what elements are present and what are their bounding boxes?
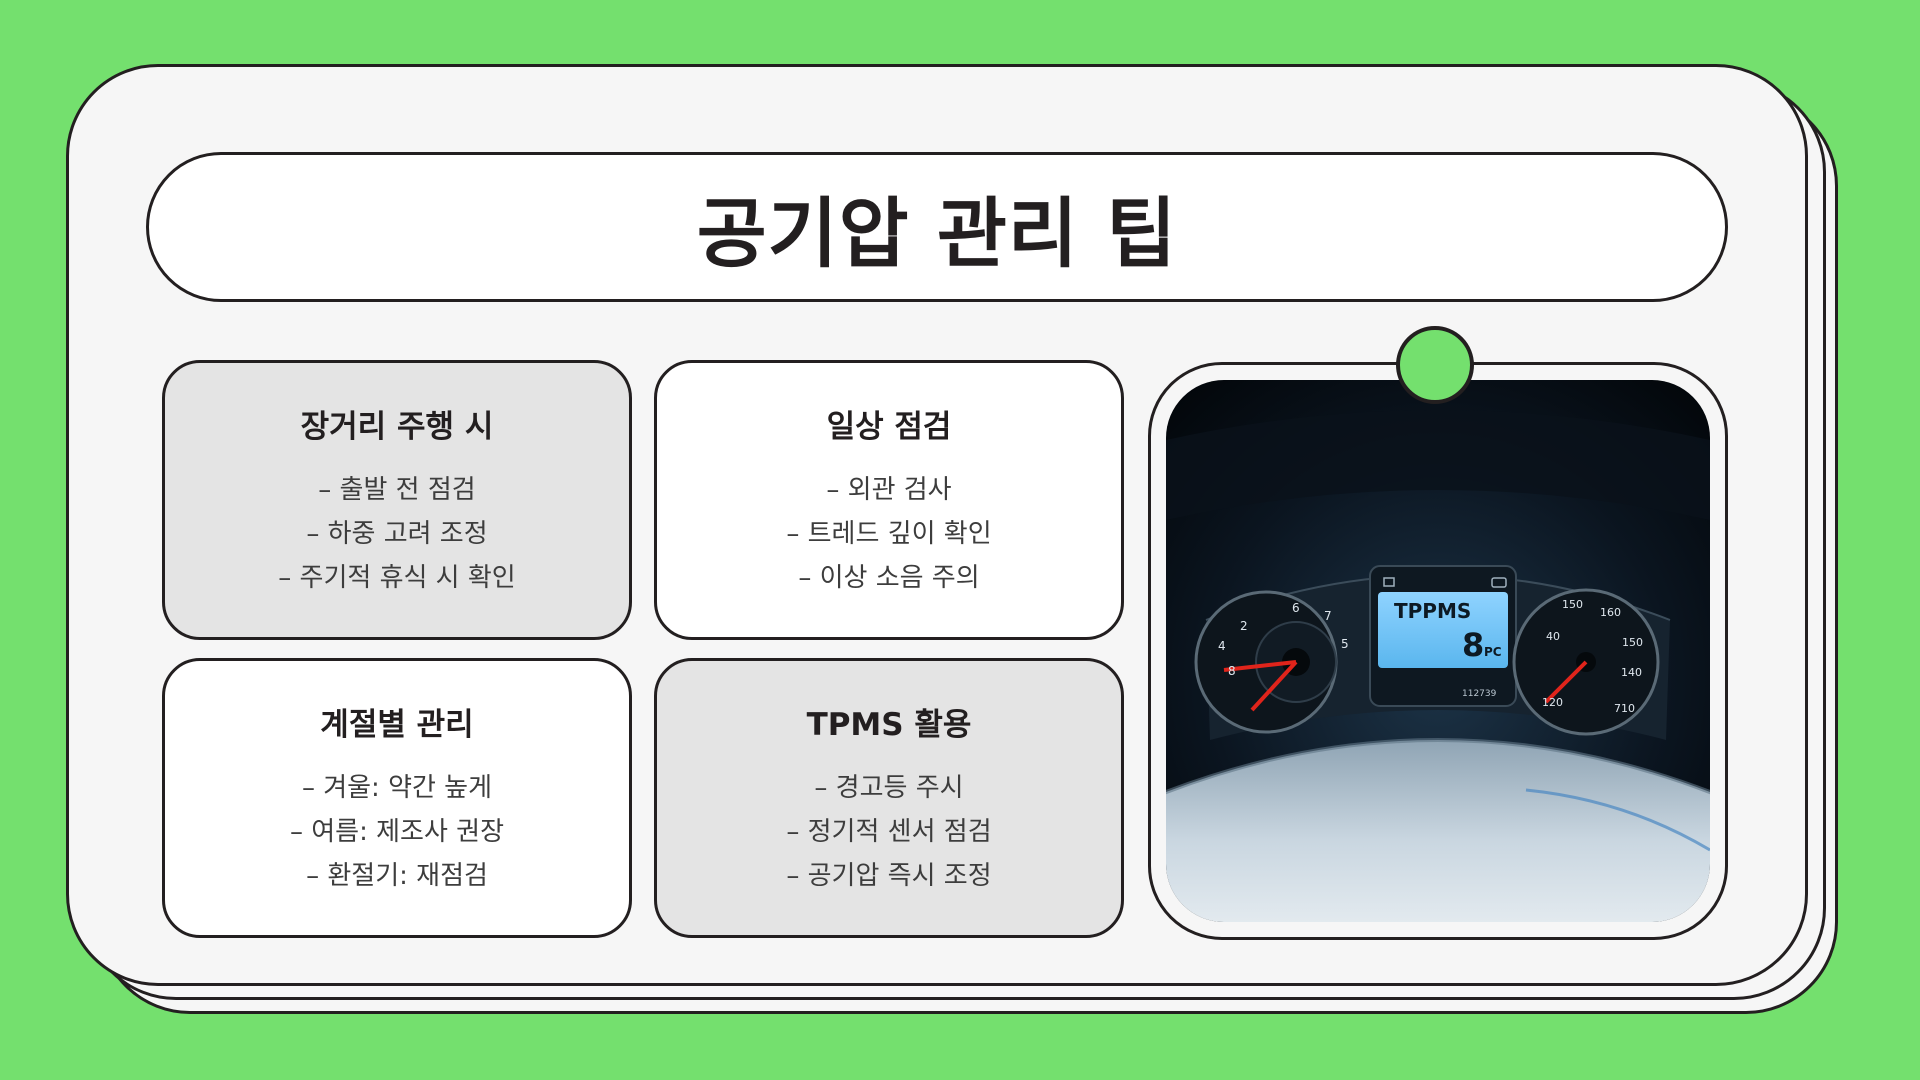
left-gauge-tick: 8 <box>1228 664 1236 678</box>
card-item: – 경고등 주시 <box>814 772 964 803</box>
card-title: 일상 점검 <box>826 408 952 445</box>
right-gauge-tick: 40 <box>1546 630 1560 643</box>
card-seasonal: 계절별 관리 – 겨울: 약간 높게 – 여름: 제조사 권장 – 환절기: 재… <box>162 658 632 938</box>
card-title: 장거리 주행 시 <box>300 408 494 445</box>
card-item: – 겨울: 약간 높게 <box>301 772 493 803</box>
display-suffix: PC <box>1484 645 1502 659</box>
card-item: – 환절기: 재점검 <box>306 860 488 891</box>
card-item: – 정기적 센서 점검 <box>786 816 992 847</box>
right-gauge-tick: 120 <box>1542 696 1563 709</box>
card-item: – 출발 전 점검 <box>318 474 476 505</box>
card-item: – 외관 검사 <box>826 474 952 505</box>
card-title: TPMS 활용 <box>806 706 972 743</box>
right-gauge-tick: 140 <box>1621 666 1642 679</box>
right-gauge-tick: 710 <box>1614 702 1635 715</box>
dashboard-illustration: 2 4 5 6 7 8 TPPMS 8 PC 112739 40 120 140… <box>1166 380 1710 922</box>
camera-icon <box>1491 577 1507 588</box>
dashboard-photo: 2 4 5 6 7 8 TPPMS 8 PC 112739 40 120 140… <box>1166 380 1710 922</box>
card-daily-check: 일상 점검 – 외관 검사 – 트레드 깊이 확인 – 이상 소음 주의 <box>654 360 1124 640</box>
left-gauge-tick: 4 <box>1218 639 1226 653</box>
card-item: – 이상 소음 주의 <box>798 562 980 593</box>
left-gauge-tick: 2 <box>1240 619 1248 633</box>
card-long-distance: 장거리 주행 시 – 출발 전 점검 – 하중 고려 조정 – 주기적 휴식 시… <box>162 360 632 640</box>
left-gauge-tick: 5 <box>1341 637 1349 651</box>
card-title: 계절별 관리 <box>320 706 474 743</box>
card-item: – 여름: 제조사 권장 <box>290 816 504 847</box>
pin-dot <box>1396 326 1474 404</box>
display-title: TPPMS <box>1394 599 1471 623</box>
left-gauge-tick: 6 <box>1292 601 1300 615</box>
left-gauge-tick: 7 <box>1324 609 1332 623</box>
right-gauge-tick: 160 <box>1600 606 1621 619</box>
display-value: 8 <box>1462 626 1484 664</box>
right-gauge-tick: 150 <box>1622 636 1643 649</box>
card-item: – 하중 고려 조정 <box>306 518 488 549</box>
parking-icon <box>1383 577 1395 587</box>
card-item: – 트레드 깊이 확인 <box>786 518 992 549</box>
card-tpms: TPMS 활용 – 경고등 주시 – 정기적 센서 점검 – 공기압 즉시 조정 <box>654 658 1124 938</box>
title-banner: 공기압 관리 팁 <box>146 152 1728 302</box>
card-item: – 주기적 휴식 시 확인 <box>278 562 516 593</box>
card-item: – 공기압 즉시 조정 <box>786 860 992 891</box>
right-gauge-tick: 150 <box>1562 598 1583 611</box>
odometer: 112739 <box>1462 689 1497 699</box>
page-title: 공기압 관리 팁 <box>696 189 1178 278</box>
